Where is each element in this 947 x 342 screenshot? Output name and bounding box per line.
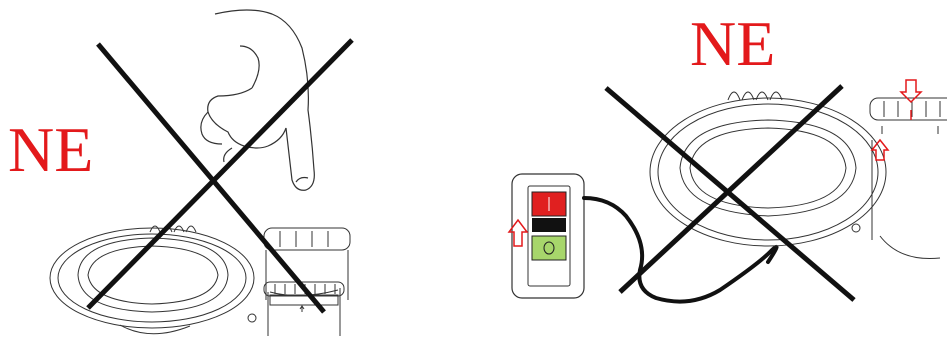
warning-label-right: NE xyxy=(690,8,776,79)
power-cable xyxy=(582,196,779,304)
cap-arrow-icons xyxy=(870,79,923,161)
left-pump-device xyxy=(49,225,345,336)
right-cross-out-icon xyxy=(604,84,856,302)
up-arrow-icon xyxy=(507,218,529,247)
right-pump-cap xyxy=(869,97,947,134)
left-cross-out-icon xyxy=(86,38,354,314)
right-pump-device xyxy=(649,91,941,260)
left-pump-cap xyxy=(263,227,351,300)
warning-label-left: NE xyxy=(8,114,94,185)
pointing-hand-icon xyxy=(200,9,315,191)
power-switch-icon xyxy=(511,173,585,299)
